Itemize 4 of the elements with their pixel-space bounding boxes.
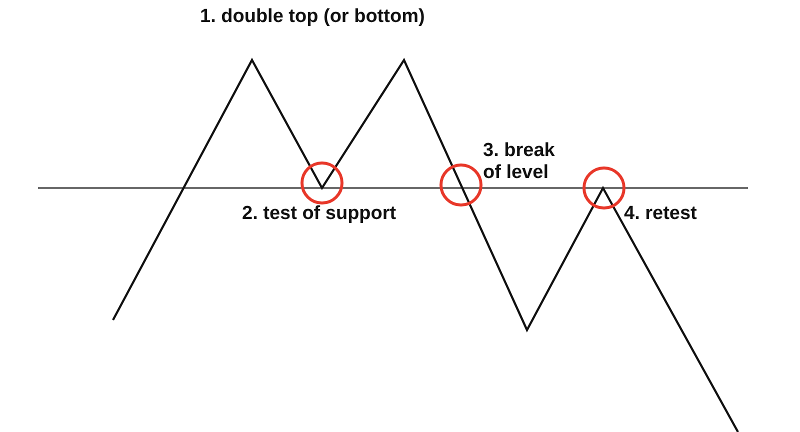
annotation-label: 3. break of level bbox=[483, 140, 556, 184]
annotation-label: 4. retest bbox=[624, 203, 697, 225]
annotation-label: 2. test of support bbox=[242, 203, 396, 225]
annotation-label: 1. double top (or bottom) bbox=[200, 6, 425, 28]
